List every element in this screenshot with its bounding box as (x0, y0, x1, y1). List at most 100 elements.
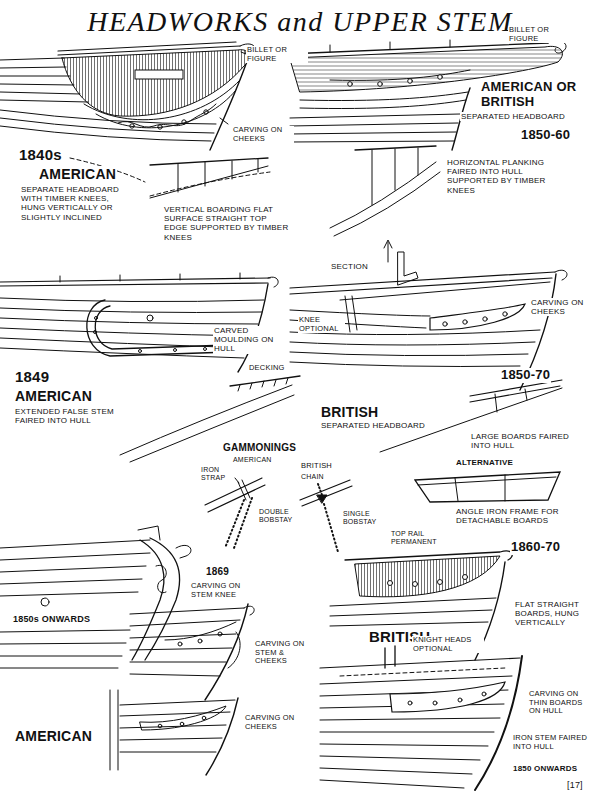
headboard-1860-70 (355, 556, 500, 597)
section-1840s (150, 172, 270, 196)
note-label: SEPARATED HEADBOARD (460, 112, 566, 121)
part-label: SINGLE BOBSTAY (342, 510, 389, 526)
stem-cheeks-1869 (228, 632, 240, 668)
heading-label: ALTERNATIVE (455, 458, 514, 467)
stem-knee-american (41, 598, 49, 606)
stem-cheeks-1869 (198, 639, 202, 643)
note-label: KNIGHT HEADS OPTIONAL (412, 636, 484, 653)
origin-label: AMERICAN (38, 166, 117, 182)
section-1850-60 (372, 148, 418, 205)
stem-cheeks-1869 (165, 622, 236, 640)
headboard-1850-70 (340, 282, 550, 300)
angle-iron-frame (415, 472, 560, 502)
gammoning-british (318, 484, 322, 495)
section-1849 (230, 376, 300, 386)
stem-cheeks-1869 (244, 606, 254, 615)
headboard-1860-70 (388, 581, 393, 586)
headboard-1850-70 (430, 304, 525, 330)
stem-knee-american (0, 630, 130, 668)
section-1849 (238, 378, 288, 391)
angle-iron-frame (415, 472, 560, 502)
note-label: ANGLE IRON FRAME FOR DETACHABLE BOARDS (455, 507, 572, 525)
part-label: AMERICAN (232, 456, 273, 464)
part-label: DECKING (248, 364, 286, 373)
headboard-1850-60 (330, 40, 450, 52)
cheeks-american (120, 712, 230, 752)
section-1850-60 (330, 162, 440, 236)
headboard-1840s (58, 42, 240, 55)
headboard-1840s (62, 50, 250, 116)
stem-cheeks-1869 (178, 642, 182, 646)
gammoning-american (205, 478, 265, 512)
headboard-1860-70 (330, 598, 496, 626)
note-label: CARVING ON STEM & CHEEKS (254, 640, 311, 666)
stem-knee-american (0, 540, 150, 596)
stem-knee-american (138, 526, 160, 540)
gammoning-american (238, 480, 250, 500)
section-1850-70 (470, 380, 562, 402)
cheeks-american (180, 722, 184, 726)
part-label: DOUBLE BOBSTAY (258, 508, 305, 524)
part-label: BILLET OR FIGURE (508, 26, 570, 43)
cheeks-american (110, 690, 238, 775)
note-label: CARVED MOULDING ON HULL (213, 326, 275, 354)
headboard-1840s (182, 120, 186, 124)
iron-stem-british (390, 682, 505, 712)
date-label: 1840s (18, 146, 63, 163)
page-number: [17] (566, 780, 584, 790)
false-stem-1849 (139, 350, 142, 353)
false-stem-1849 (95, 317, 98, 320)
date-label: 1850s ONWARDS (12, 614, 91, 624)
note-label: IRON STEM FAIRED INTO HULL (512, 734, 589, 751)
iron-stem-british (320, 658, 520, 668)
headboard-1840s (0, 42, 255, 150)
gammoning-american (205, 478, 265, 548)
note-label: SEPARATE HEADBOARD WITH TIMBER KNEES, HU… (20, 185, 127, 222)
headboard-1850-70 (463, 320, 467, 324)
iron-stem-british (320, 676, 512, 788)
stem-cheeks-1869 (205, 604, 248, 700)
section-1850-70 (495, 389, 527, 412)
headboard-1850-70 (290, 272, 555, 294)
stem-knee-american (0, 526, 191, 668)
headboard-1850-60 (348, 82, 353, 87)
note-label: TOP RAIL PERMANENT (390, 530, 452, 546)
note-label: LARGE BOARDS FAIRED INTO HULL (470, 432, 577, 450)
headboard-1860-70 (438, 580, 443, 585)
headboard-1850-60 (330, 70, 470, 80)
note-label: SEPARATED HEADBOARD (320, 421, 426, 430)
origin-label: AMERICAN (14, 388, 93, 404)
iron-stem-british (340, 668, 505, 676)
stem-knee-american (132, 538, 180, 660)
false-stem-1849 (147, 315, 153, 321)
headboard-1850-60 (438, 75, 443, 80)
headboard-1850-70 (443, 322, 447, 326)
cheeks-american (202, 716, 206, 720)
cheeks-american (206, 698, 238, 775)
headboard-1850-70 (345, 296, 357, 332)
stem-knee-american (156, 565, 166, 593)
headboard-1850-60 (300, 92, 468, 109)
cheeks-american (110, 690, 118, 770)
cheeks-american (120, 700, 235, 705)
origin-label: AMERICAN OR BRITISH (480, 80, 592, 110)
note-label: KNEE OPTIONAL (298, 316, 345, 333)
gammoning-british (317, 495, 327, 503)
headboard-1850-60 (286, 43, 548, 54)
note-label: VERTICAL BOARDING FLAT SURFACE STRAIGHT … (163, 205, 290, 242)
headboard-1840s (158, 125, 162, 129)
headboard-1850-60 (290, 114, 460, 142)
headboard-1850-70 (290, 270, 567, 390)
section-1840s (150, 158, 268, 165)
note-label: CARVING ON CHEEKS (530, 298, 594, 316)
false-stem-1849 (87, 300, 230, 356)
gammoning-british (300, 480, 352, 506)
headboard-1850-60 (408, 79, 413, 84)
note-label: CARVING ON THIN BOARDS ON HULL (528, 690, 596, 716)
note-label: CARVING ON CHEEKS (244, 714, 306, 731)
headboard-1840s (130, 124, 134, 128)
section-1849 (120, 376, 300, 462)
part-label: BILLET OR FIGURE (246, 46, 308, 63)
iron-stem-british (433, 701, 437, 705)
